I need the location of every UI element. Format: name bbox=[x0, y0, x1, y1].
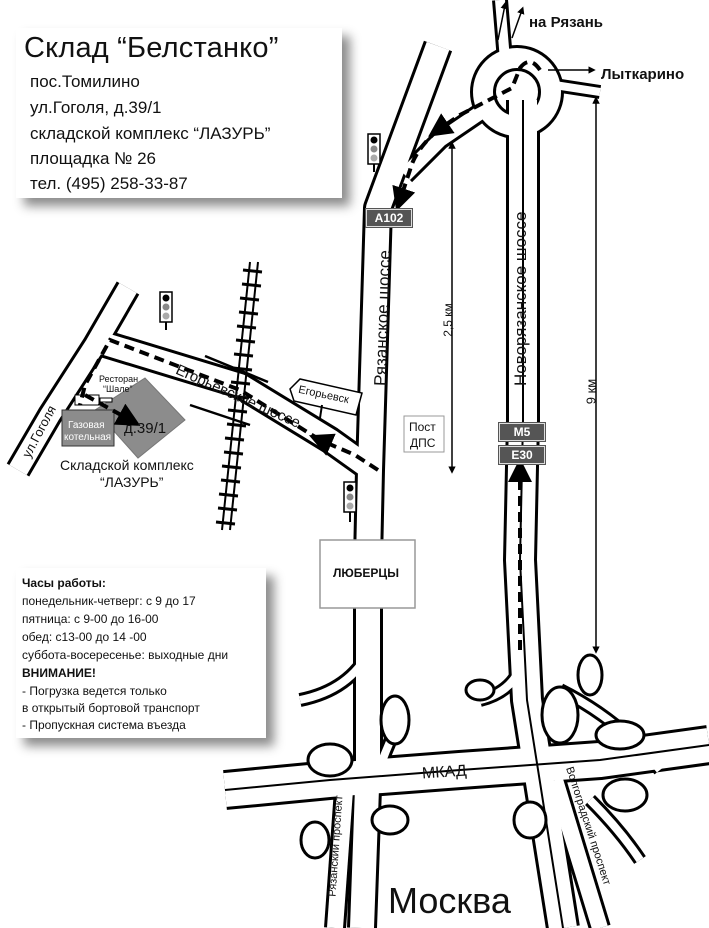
hours-lunch: обед: с13-00 до 14 -00 bbox=[22, 630, 147, 644]
traffic-light-1 bbox=[367, 133, 381, 172]
hours-mon-thu: понедельник-четверг: с 9 до 17 bbox=[22, 594, 196, 608]
label-post: Пост bbox=[409, 420, 436, 434]
address-card: Склад “Белстанко” пос.Томилино ул.Гоголя… bbox=[16, 28, 342, 198]
note-3: - Пропускная система въезда bbox=[22, 718, 186, 732]
label-to-ryazan: на Рязань bbox=[529, 14, 604, 31]
shield-m5: M5 bbox=[498, 422, 546, 442]
boiler-house bbox=[61, 409, 115, 447]
label-lytkarino: Лыткарино bbox=[601, 66, 685, 83]
traffic-light-3 bbox=[343, 481, 357, 522]
label-mkad: МКАД bbox=[421, 762, 468, 783]
shield-a102: А102 bbox=[365, 208, 413, 228]
address-complex: складской комплекс “ЛАЗУРЬ” bbox=[30, 124, 271, 143]
note-2: в открытый бортовой транспорт bbox=[22, 701, 200, 715]
label-lyubertsy: ЛЮБЕРЦЫ bbox=[333, 566, 399, 580]
company-title: Склад “Белстанко” bbox=[24, 32, 279, 64]
label-building: д.39/1 bbox=[124, 420, 167, 437]
address-settlement: пос.Томилино bbox=[30, 72, 140, 91]
route-path bbox=[78, 60, 542, 650]
label-restaurant-name: “Шале” bbox=[103, 384, 133, 394]
address-platform: площадка № 26 bbox=[30, 149, 156, 168]
address-phone: тел. (495) 258-33-87 bbox=[30, 174, 188, 193]
hours-weekend: суббота-восересенье: выходные дни bbox=[22, 648, 229, 662]
label-dps: ДПС bbox=[410, 436, 436, 450]
label-complex-1: Складской комплекс bbox=[60, 457, 194, 473]
lyubertsy-box bbox=[319, 539, 416, 609]
hours-fri: пятница: с 9-00 до 16-00 bbox=[22, 612, 159, 626]
distance-markers bbox=[448, 1, 600, 654]
attention-heading: ВНИМАНИЕ! bbox=[22, 666, 96, 680]
egorievsk-sign bbox=[289, 378, 363, 419]
label-distance-9km: 9 км bbox=[583, 378, 599, 405]
label-boiler-2: котельная bbox=[64, 432, 112, 443]
label-distance-2-5km: 2,5 км bbox=[441, 303, 455, 337]
interchange-islands bbox=[299, 653, 649, 860]
traffic-light-2 bbox=[159, 291, 173, 330]
note-1: - Погрузка ведется только bbox=[22, 684, 167, 698]
shield-e30: E30 bbox=[498, 445, 546, 465]
label-novoryazanskoe-highway: Новорязанское шоссе bbox=[511, 211, 530, 386]
label-moscow: Москва bbox=[388, 880, 511, 921]
hours-heading: Часы работы: bbox=[22, 576, 106, 590]
hours-card: Часы работы: понедельник-четверг: с 9 до… bbox=[16, 568, 266, 738]
label-complex-2: “ЛАЗУРЬ” bbox=[100, 474, 164, 490]
label-restaurant: Ресторан bbox=[99, 374, 139, 384]
address-street: ул.Гоголя, д.39/1 bbox=[30, 98, 162, 117]
label-boiler-1: Газовая bbox=[68, 420, 105, 431]
dps-box bbox=[403, 415, 445, 453]
railway bbox=[189, 261, 269, 531]
